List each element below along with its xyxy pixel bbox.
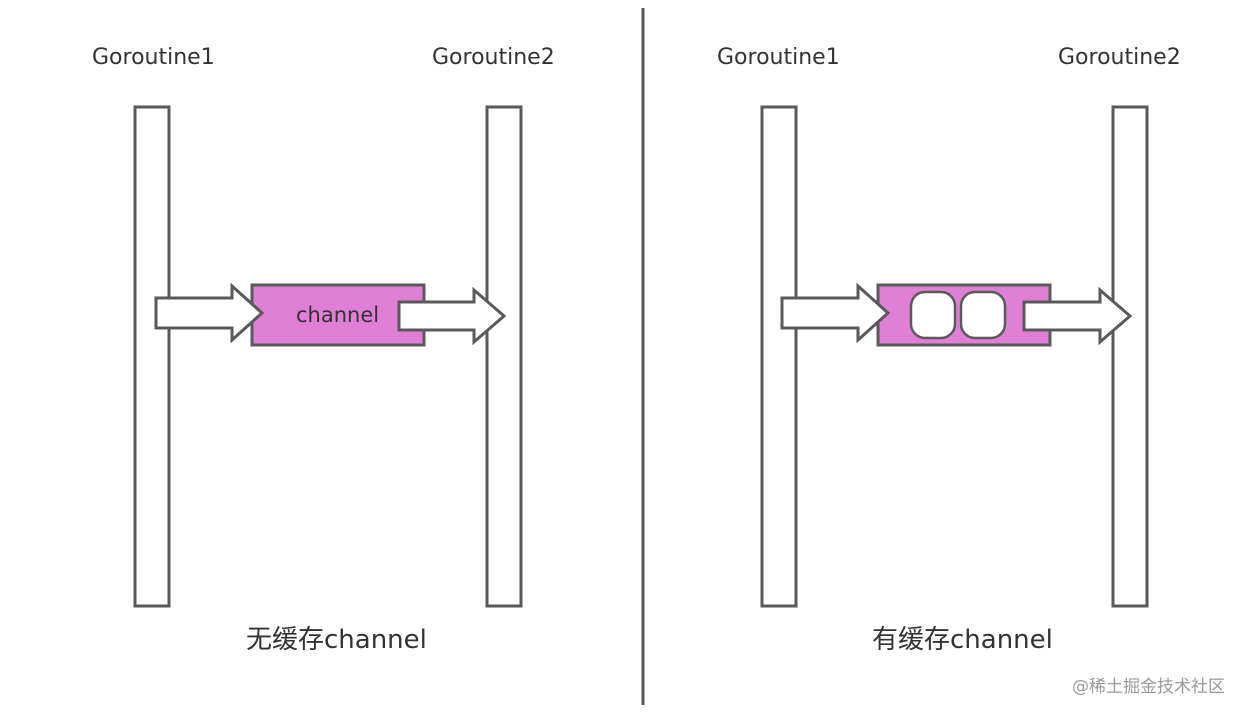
goroutine2-lifeline [485,105,523,608]
right-goroutine1-label: Goroutine1 [717,45,840,70]
channel-label: channel [296,303,380,327]
receive-arrow [1022,286,1133,346]
left-caption: 无缓存channel [246,625,427,655]
send-arrow [780,282,891,344]
receive-arrow [397,286,507,346]
left-panel [133,105,523,608]
buffer-slot [959,290,1007,340]
goroutine1-lifeline [760,105,798,608]
right-panel [760,105,1149,608]
buffer-slot [909,290,957,340]
goroutine1-lifeline [133,105,171,608]
left-goroutine2-label: Goroutine2 [432,45,555,70]
watermark: @稀土掘金技术社区 [1072,677,1225,697]
send-arrow [154,282,265,344]
goroutine2-lifeline [1111,105,1149,608]
left-goroutine1-label: Goroutine1 [92,45,215,70]
right-goroutine2-label: Goroutine2 [1058,45,1181,70]
right-caption: 有缓存channel [872,625,1053,655]
